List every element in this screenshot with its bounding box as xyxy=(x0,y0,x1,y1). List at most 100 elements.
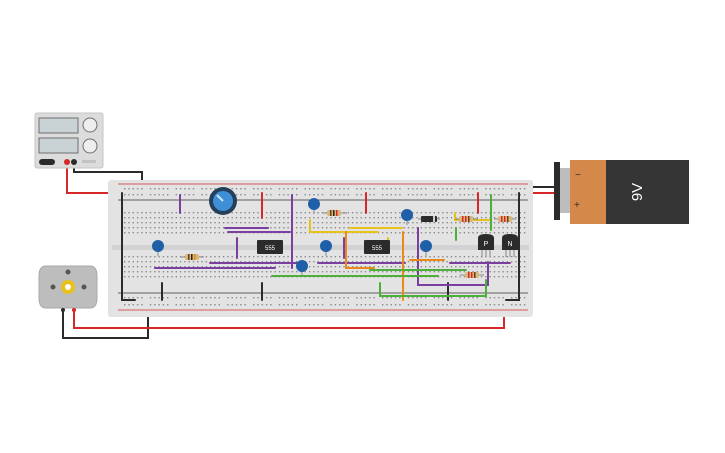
capacitor-1[interactable] xyxy=(152,240,164,256)
breadboard-hole xyxy=(429,227,431,229)
chip-555-left[interactable]: 555 xyxy=(257,240,283,254)
breadboard-hole xyxy=(386,297,388,299)
capacitor-5[interactable] xyxy=(401,209,413,225)
capacitor-2[interactable] xyxy=(308,198,320,214)
breadboard-hole xyxy=(253,297,255,299)
dc-motor[interactable] xyxy=(38,265,98,312)
power-supply[interactable] xyxy=(34,112,104,169)
breadboard-hole xyxy=(489,266,491,268)
breadboard-hole xyxy=(179,222,182,224)
breadboard-hole xyxy=(132,256,134,258)
breadboard-hole xyxy=(502,212,504,214)
voltage-knob[interactable] xyxy=(82,117,98,133)
breadboard-hole xyxy=(519,297,521,299)
battery-9v[interactable]: − + 9V xyxy=(554,160,689,224)
breadboard-hole xyxy=(253,266,255,268)
breadboard-hole xyxy=(154,304,156,306)
breadboard-hole xyxy=(476,261,478,263)
battery-plus-label: + xyxy=(574,200,580,211)
potentiometer[interactable] xyxy=(209,187,237,215)
breadboard-hole xyxy=(463,266,466,268)
breadboard-hole xyxy=(265,217,268,219)
breadboard-hole xyxy=(296,227,298,229)
breadboard-hole xyxy=(317,266,319,268)
wire-yellow-1[interactable] xyxy=(309,219,379,233)
breadboard-hole xyxy=(468,266,470,268)
breadboard-hole xyxy=(308,297,311,299)
breadboard-hole xyxy=(437,227,440,229)
breadboard-hole xyxy=(334,297,337,299)
breadboard-hole xyxy=(248,217,251,219)
breadboard-hole xyxy=(334,261,337,263)
breadboard-hole xyxy=(197,271,199,273)
wire-orange-1[interactable] xyxy=(345,231,375,269)
wire-purple-9[interactable] xyxy=(417,227,489,286)
breadboard-hole xyxy=(192,232,195,234)
breadboard-hole xyxy=(218,297,220,299)
breadboard-hole xyxy=(442,222,444,224)
breadboard-hole xyxy=(278,212,281,214)
breadboard-hole xyxy=(442,188,444,190)
capacitor-3[interactable] xyxy=(296,260,308,276)
breadboard-hole xyxy=(523,297,526,299)
breadboard-hole xyxy=(364,222,367,224)
wire-green-2[interactable] xyxy=(379,279,487,297)
breadboard-hole xyxy=(347,194,349,196)
breadboard-hole xyxy=(373,188,375,190)
breadboard-hole xyxy=(412,212,414,214)
breadboard-hole xyxy=(433,271,435,273)
breadboard-hole xyxy=(459,212,461,214)
breadboard-hole xyxy=(519,212,521,214)
capacitor-6[interactable] xyxy=(420,240,432,256)
breadboard-hole xyxy=(270,297,272,299)
resistor-1[interactable] xyxy=(180,254,204,260)
breadboard-hole xyxy=(437,222,440,224)
breadboard-hole xyxy=(136,256,139,258)
transistor-n[interactable]: N xyxy=(502,234,518,257)
breadboard-hole xyxy=(390,188,392,190)
breadboard-hole xyxy=(399,271,401,273)
wire-black-right-rail[interactable] xyxy=(505,192,520,301)
breadboard-hole xyxy=(210,222,212,224)
breadboard-hole xyxy=(399,222,401,224)
wire-black-left-rail[interactable] xyxy=(121,192,136,301)
breadboard-hole xyxy=(511,297,513,299)
resistor-4[interactable] xyxy=(494,216,516,222)
breadboard-hole xyxy=(446,256,448,258)
breadboard-hole xyxy=(425,227,427,229)
breadboard-hole xyxy=(493,276,496,278)
breadboard-hole xyxy=(154,261,156,263)
breadboard-hole xyxy=(313,217,315,219)
breadboard-hole xyxy=(201,232,203,234)
diode[interactable] xyxy=(418,216,440,222)
breadboard-hole xyxy=(437,188,440,190)
breadboard-hole xyxy=(257,304,259,306)
breadboard-hole xyxy=(519,266,521,268)
chip-555-right[interactable]: 555 xyxy=(364,240,390,254)
breadboard-hole xyxy=(446,261,448,263)
power-switch[interactable] xyxy=(39,159,55,165)
resistor-2[interactable] xyxy=(322,210,347,216)
breadboard-hole xyxy=(425,222,427,224)
breadboard-hole xyxy=(184,271,186,273)
breadboard-hole xyxy=(214,297,216,299)
breadboard-hole xyxy=(472,256,474,258)
breadboard-hole xyxy=(455,266,457,268)
breadboard-hole xyxy=(253,271,255,273)
breadboard-hole xyxy=(205,212,208,214)
transistor-p[interactable]: P xyxy=(478,234,494,257)
breadboard-hole xyxy=(463,232,466,234)
breadboard-hole xyxy=(128,222,130,224)
current-knob[interactable] xyxy=(82,138,98,154)
breadboard-hole xyxy=(442,304,444,306)
breadboard-hole xyxy=(437,271,440,273)
breadboard-hole xyxy=(446,188,448,190)
wire-yellow-3[interactable] xyxy=(454,212,491,221)
capacitor-4[interactable] xyxy=(320,240,332,256)
breadboard-hole xyxy=(227,297,229,299)
resistor-3[interactable] xyxy=(455,216,478,222)
breadboard-hole xyxy=(188,297,190,299)
resistor-5[interactable] xyxy=(460,272,484,278)
breadboard-hole xyxy=(515,232,517,234)
